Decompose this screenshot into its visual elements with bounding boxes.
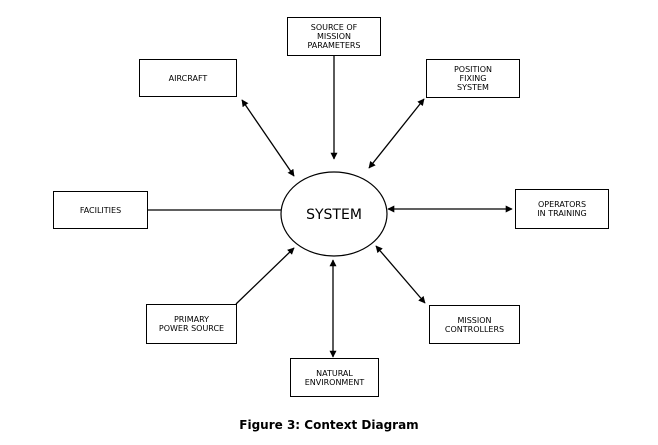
entity-natural-environment: NATURAL ENVIRONMENT xyxy=(290,358,379,397)
connector-primary xyxy=(235,247,295,305)
system-circle xyxy=(280,171,388,257)
connector-position xyxy=(368,98,425,169)
entity-facilities: FACILITIES xyxy=(53,191,148,229)
entity-operators-in-training: OPERATORS IN TRAINING xyxy=(515,189,609,229)
entity-mission-controllers: MISSION CONTROLLERS xyxy=(429,305,520,344)
entity-position-fixing-system: POSITION FIXING SYSTEM xyxy=(426,59,520,98)
connector-mission xyxy=(375,245,426,304)
connector-aircraft xyxy=(241,99,295,177)
entity-primary-power-source: PRIMARY POWER SOURCE xyxy=(146,304,237,344)
entity-source-of-mission-parameters: SOURCE OF MISSION PARAMETERS xyxy=(287,17,381,56)
entity-aircraft: AIRCRAFT xyxy=(139,59,237,97)
figure-caption: Figure 3: Context Diagram xyxy=(239,418,419,432)
system-label: SYSTEM xyxy=(306,207,362,223)
